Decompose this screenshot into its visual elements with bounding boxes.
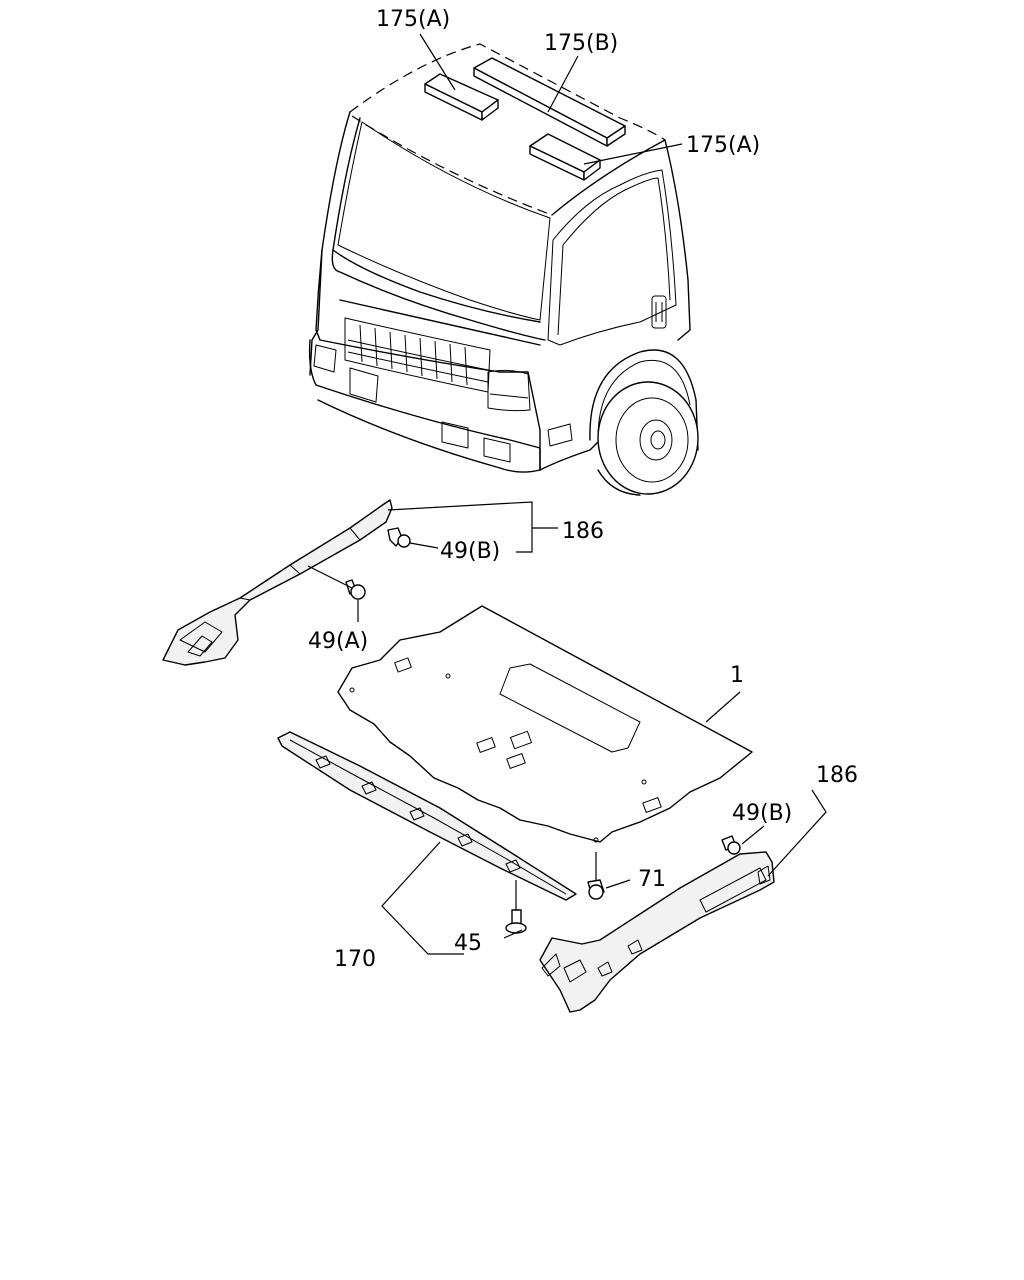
callout-170: 170 (334, 947, 376, 972)
clip-49b-left (387, 527, 411, 548)
callout-186-left: 186 (562, 519, 604, 544)
screw-45 (505, 880, 527, 934)
clip-49a (345, 579, 366, 600)
callout-186-right: 186 (816, 763, 858, 788)
roof-pad-175a-top (424, 73, 499, 121)
callout-1: 1 (730, 663, 744, 688)
callout-71: 71 (638, 867, 666, 892)
roof-pad-175a-right (529, 133, 601, 181)
pillar-trim-left (162, 499, 393, 666)
roof-pad-175b (473, 57, 626, 147)
callout-49b-left: 49(B) (440, 539, 500, 564)
clip-49b-right (721, 835, 741, 855)
clip-71 (587, 852, 605, 900)
callout-175a-top: 175(A) (376, 7, 450, 32)
callout-45: 45 (454, 931, 482, 956)
callout-49b-right: 49(B) (732, 801, 792, 826)
callout-175b: 175(B) (544, 31, 618, 56)
truck-cab (308, 43, 699, 496)
callout-49a: 49(A) (308, 629, 368, 654)
roof-headlining (337, 605, 753, 843)
pillar-trim-right (539, 851, 775, 1013)
front-header-trim (277, 731, 577, 901)
callout-175a-right: 175(A) (686, 133, 760, 158)
